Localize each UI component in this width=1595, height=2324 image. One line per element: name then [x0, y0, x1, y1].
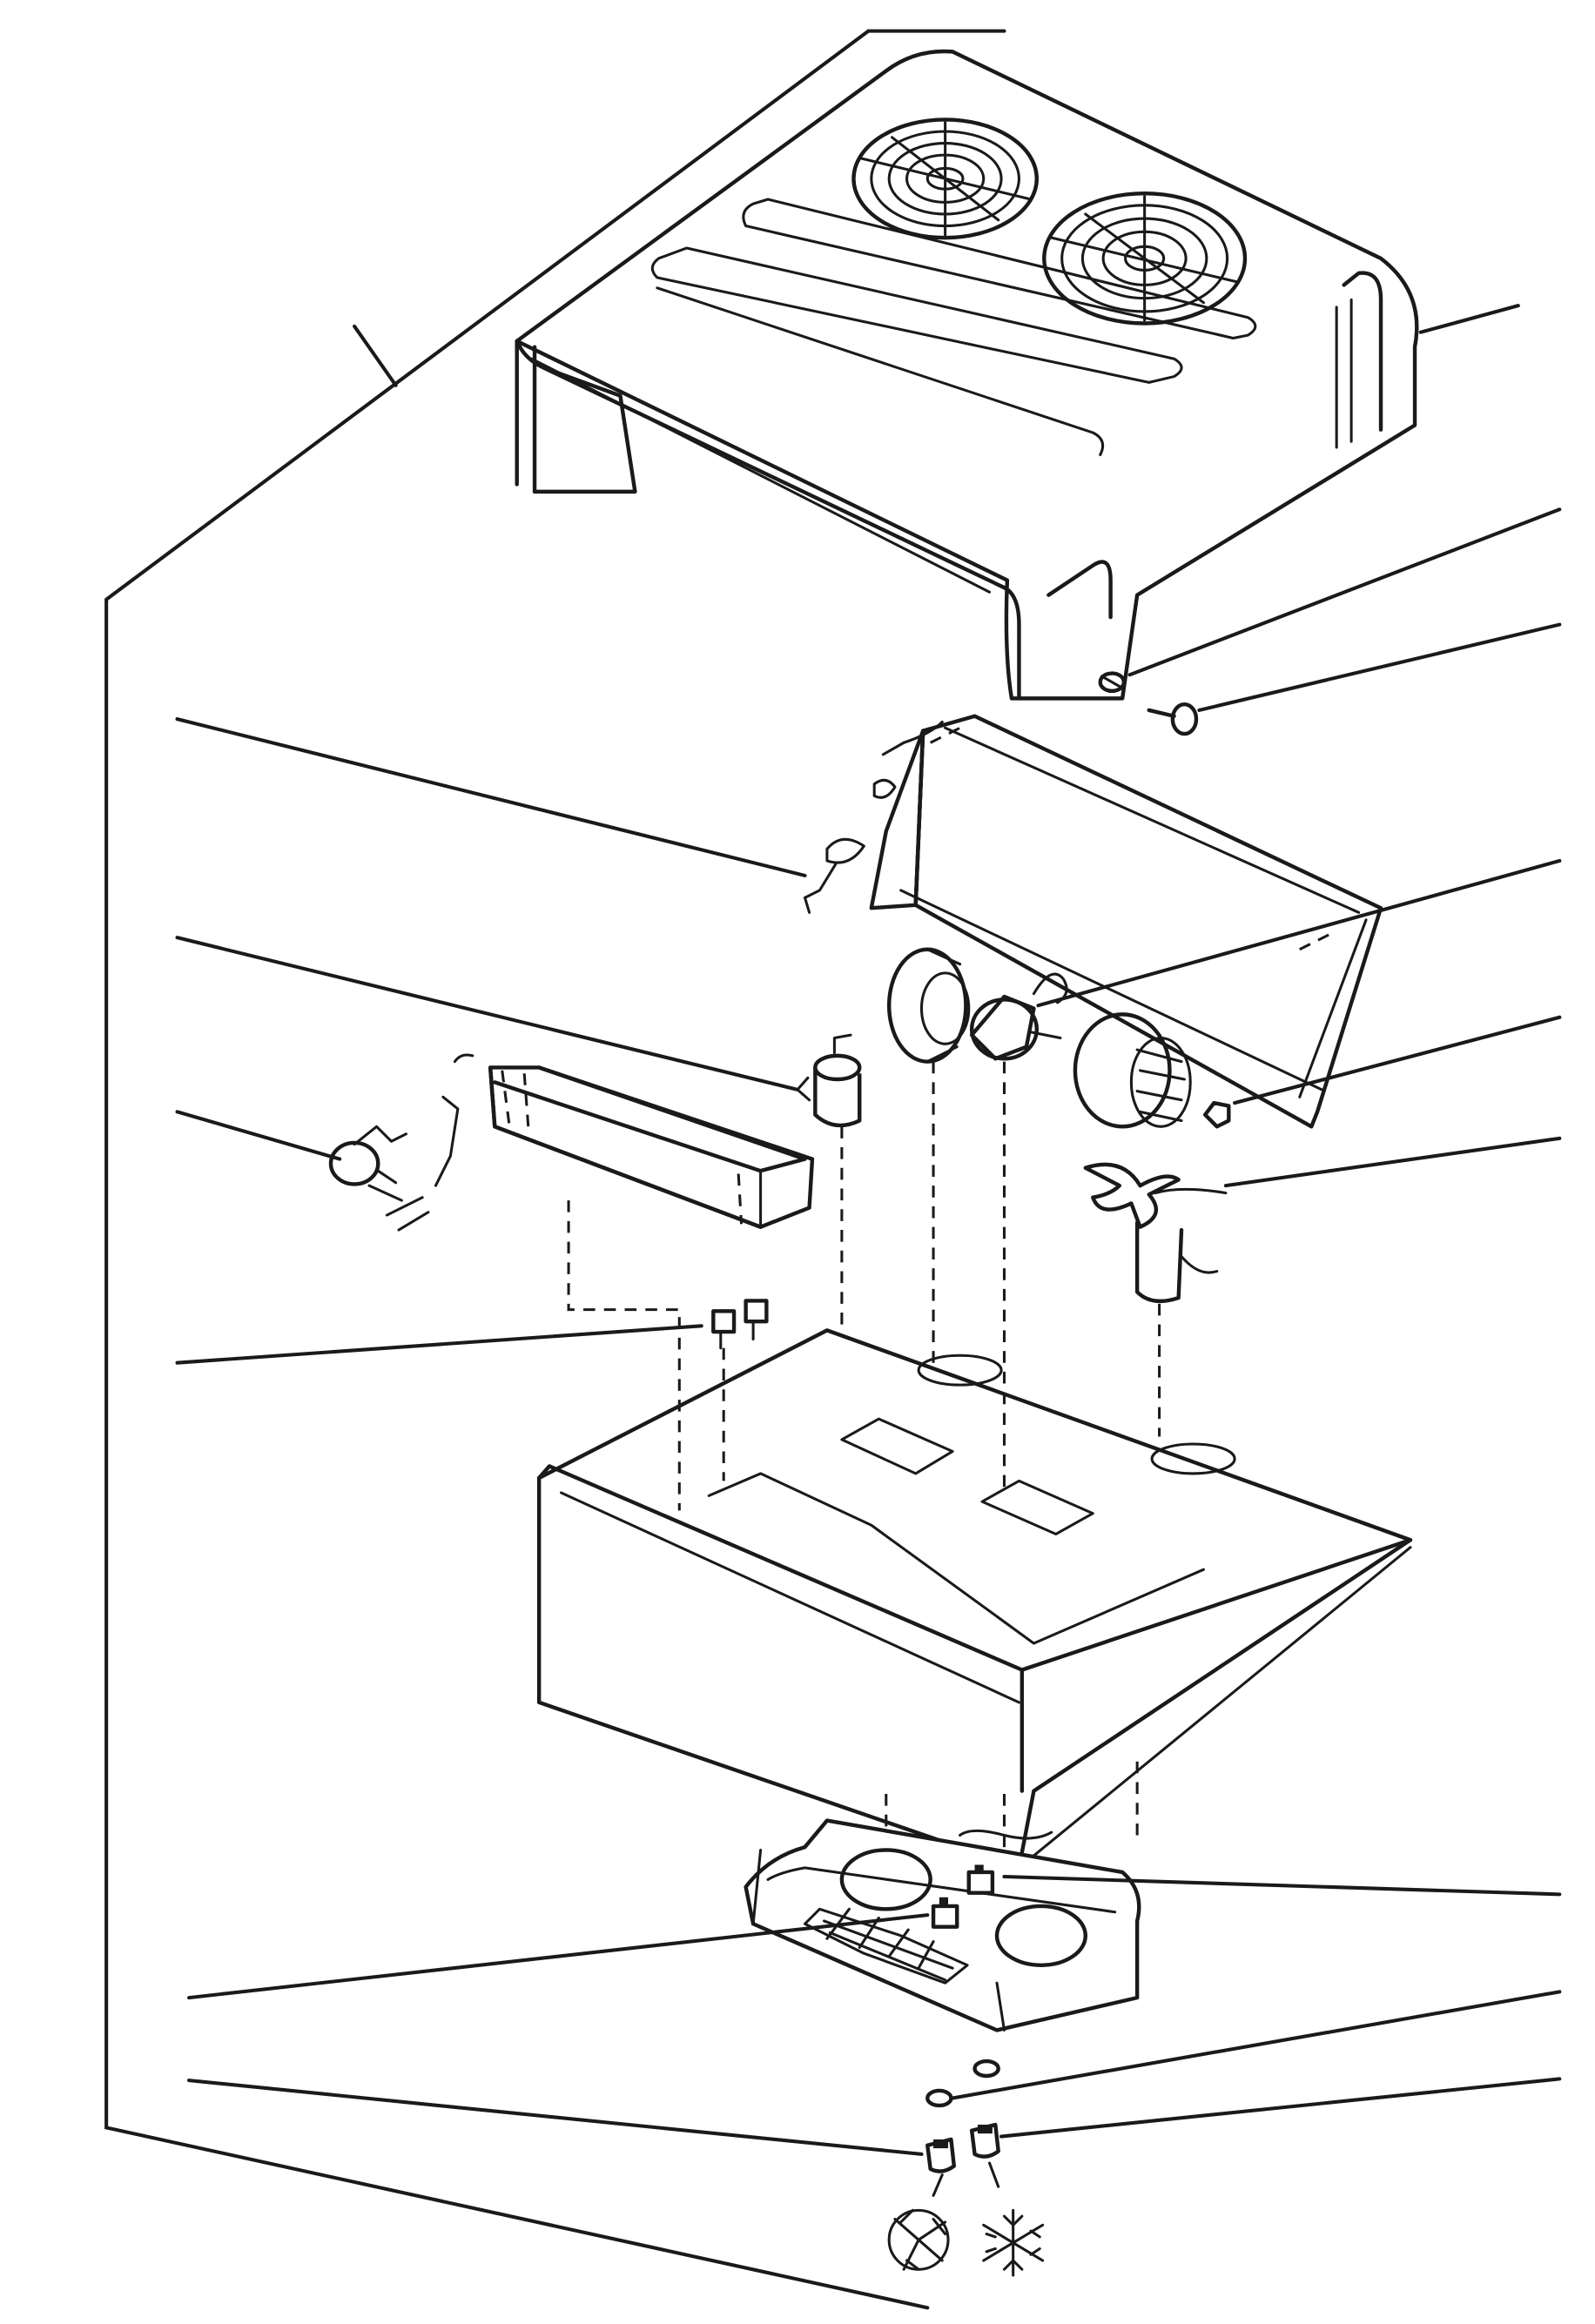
- top-cover: [515, 49, 1419, 701]
- leader-knob-cool: [999, 2077, 1562, 2139]
- leader-wire-harness: [175, 717, 807, 877]
- fan-grille-left-icon: [851, 118, 1040, 240]
- knob-cool-icon: [969, 2122, 1000, 2188]
- thermostat-bulb-icon: [328, 1125, 430, 1232]
- connectors-icon: [711, 1299, 769, 1350]
- clip-icon: [1098, 671, 1127, 694]
- leader-lines: [175, 304, 1562, 2156]
- assembly-outline: [104, 29, 1006, 2310]
- leader-top-cover: [1418, 304, 1520, 334]
- leader-thermostat-bulb: [175, 1110, 342, 1161]
- knob-fan-icon: [925, 2137, 957, 2197]
- blower-motor-icon: [969, 972, 1068, 1061]
- wire-harness-icon: [803, 720, 944, 914]
- capacitor-icon: [796, 1033, 862, 1128]
- leader-screw: [1197, 622, 1562, 712]
- snowflake-symbol-icon: [982, 2208, 1045, 2277]
- leader-capacitor: [175, 936, 800, 1091]
- fan-symbol-icon: [887, 2208, 950, 2271]
- leader-condenser-fan: [1223, 1136, 1562, 1188]
- base-pan: [536, 1328, 1413, 1871]
- leader-knob-fan: [187, 2079, 924, 2156]
- condenser-fan-icon: [1083, 1162, 1228, 1304]
- blower-wheel-left-icon: [886, 947, 971, 1064]
- blower-wheel-right-icon: [1073, 1012, 1192, 1129]
- switch-lower-icon: [931, 1897, 959, 1929]
- leader-clip: [1127, 507, 1562, 677]
- leader-switch-upper: [1002, 1874, 1562, 1897]
- evaporator-coil-icon: [434, 1053, 815, 1229]
- screw-icon: [1147, 702, 1199, 736]
- leader-switch-lower: [187, 1913, 930, 2000]
- leader-nut: [1233, 1015, 1562, 1105]
- nut-icon: [1202, 1100, 1231, 1129]
- knob-shaft-spacer-icon: [925, 2059, 1000, 2108]
- switch-upper-icon: [966, 1864, 995, 1895]
- blower-housing: [869, 714, 1383, 1129]
- leader-connectors: [175, 1324, 703, 1365]
- fan-grille-right-icon: [1042, 191, 1248, 326]
- assembly-guide-lines: [567, 1061, 1161, 1868]
- leader-blower-motor: [1036, 858, 1562, 1008]
- leader-spacer: [951, 1990, 1562, 2100]
